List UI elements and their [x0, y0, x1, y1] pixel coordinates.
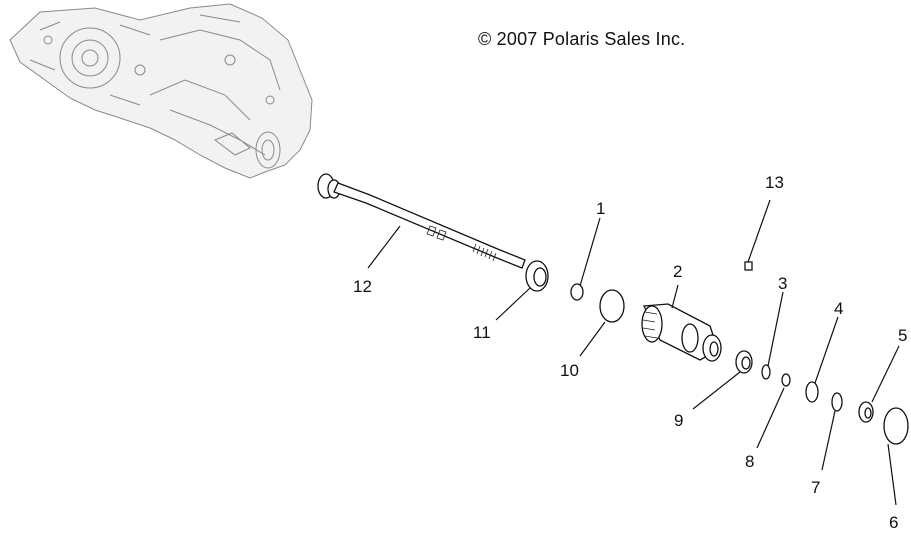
callout-9: 9 [674, 411, 683, 430]
leader-12 [367, 225, 401, 269]
callout-12: 12 [353, 277, 372, 296]
part-5-bearing [858, 401, 874, 423]
leader-4 [814, 316, 839, 384]
part-2-gear-hub [641, 303, 722, 362]
part-6-o-ring [883, 407, 909, 445]
callout-4: 4 [834, 299, 843, 318]
transmission-housing [9, 3, 313, 179]
callout-13: 13 [765, 173, 784, 192]
leader-5 [871, 345, 900, 403]
callout-10: 10 [560, 361, 579, 380]
callout-1: 1 [596, 199, 605, 218]
leader-2 [671, 284, 679, 309]
part-1-washer [570, 283, 584, 301]
callout-2: 2 [673, 262, 682, 281]
callout-6: 6 [889, 513, 898, 532]
leader-6 [887, 443, 897, 506]
leader-lines [367, 217, 900, 506]
leader-8 [756, 387, 785, 449]
part-3-snap-ring [761, 364, 771, 380]
part-13-fitting [744, 199, 771, 271]
callout-numbers: 1 2 3 4 5 6 7 8 9 10 11 12 13 [353, 173, 907, 532]
part-10-o-ring [599, 289, 625, 323]
callout-8: 8 [745, 452, 754, 471]
part-7-snap-ring [831, 392, 843, 412]
part-9-bearing [735, 350, 753, 374]
copyright-notice: © 2007 Polaris Sales Inc. [478, 29, 686, 49]
leader-3 [767, 291, 784, 367]
part-11-bearing [525, 260, 549, 292]
part-4-o-ring [805, 381, 819, 403]
callout-3: 3 [778, 274, 787, 293]
part-8-washer [781, 373, 791, 387]
leader-11 [495, 287, 531, 321]
leader-1 [579, 217, 601, 287]
leader-10 [579, 321, 606, 357]
callout-11: 11 [473, 323, 491, 342]
part-12-shaft [317, 173, 526, 269]
leader-7 [821, 410, 836, 471]
leader-9 [692, 371, 741, 410]
callout-7: 7 [811, 478, 820, 497]
callout-5: 5 [898, 326, 907, 345]
